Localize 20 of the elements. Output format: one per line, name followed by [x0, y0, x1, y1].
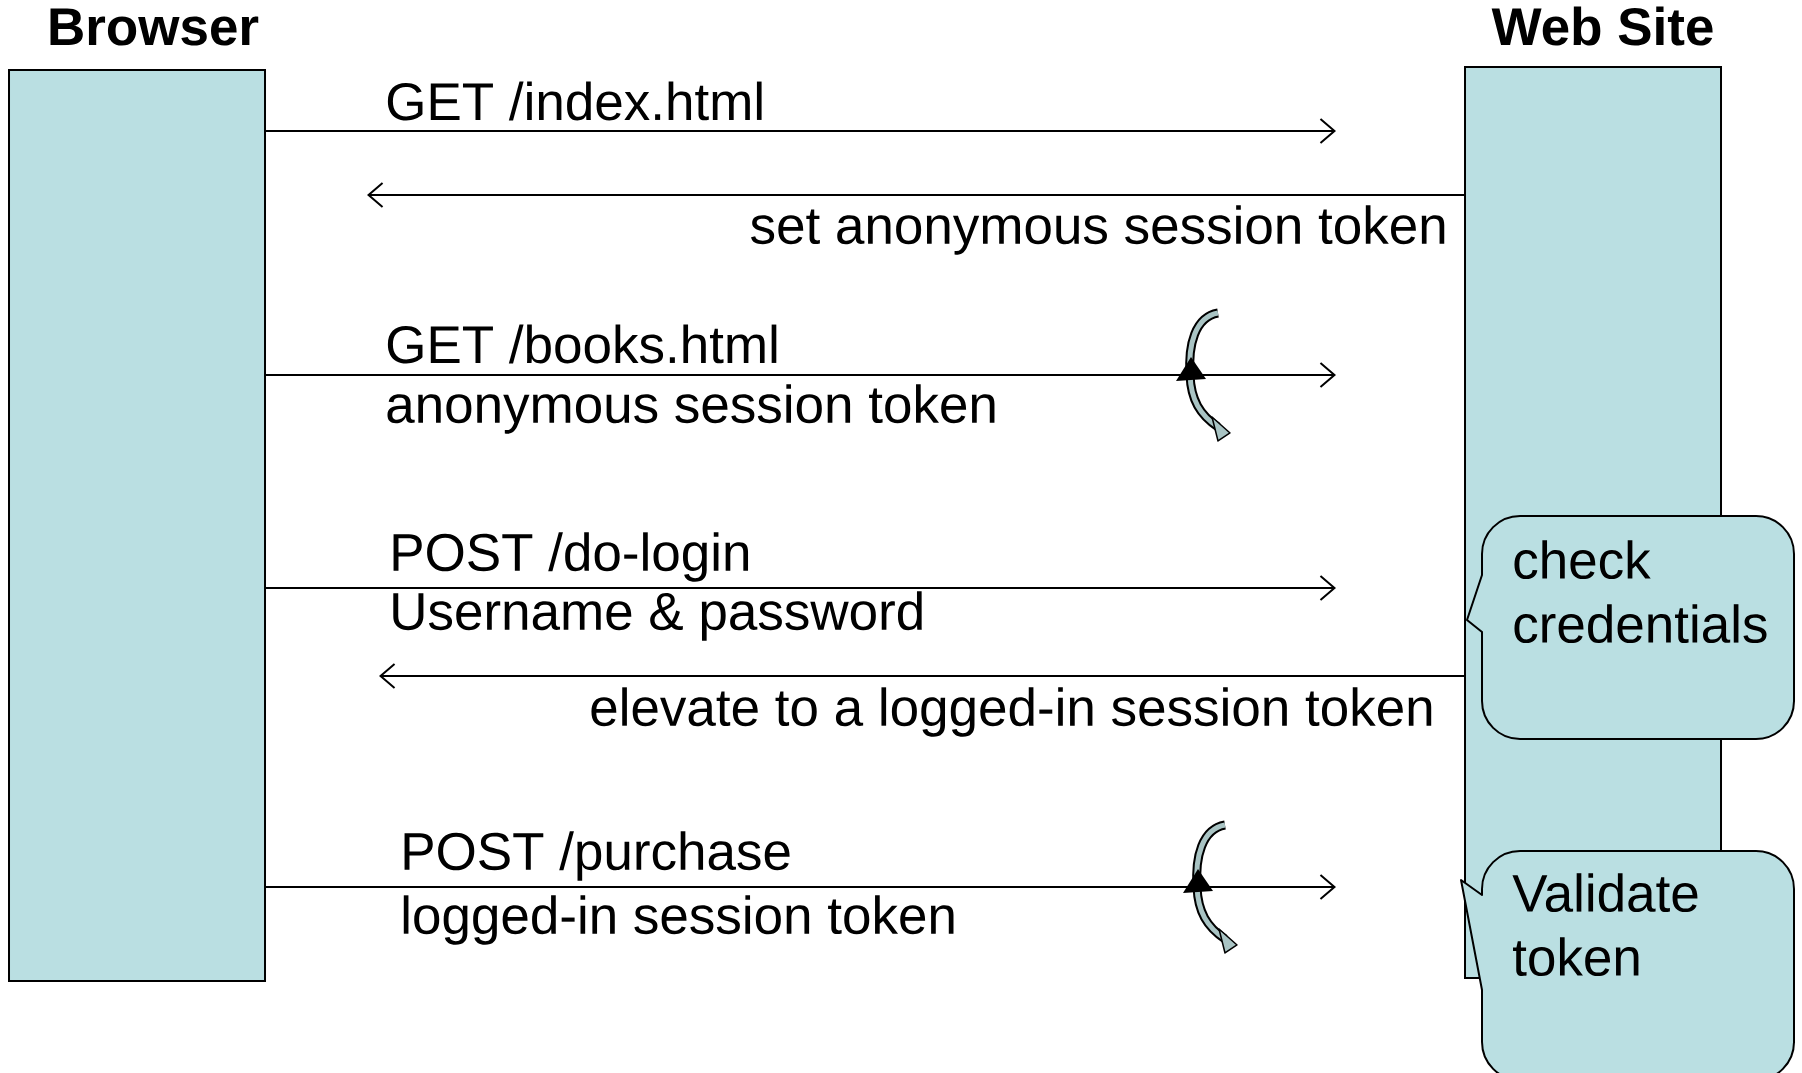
arrow — [265, 575, 1336, 601]
arrow — [367, 182, 1465, 208]
edge-label: GET /books.html — [387, 324, 777, 364]
message-note: anonymous session token — [387, 384, 995, 434]
edge-label: GET /index.html — [387, 81, 762, 121]
callout-box: Validate token — [1460, 850, 1795, 1073]
message-note: logged-in session token — [403, 895, 954, 945]
arrow — [379, 663, 1465, 689]
callout-box: check credentials — [1466, 515, 1795, 740]
edge-label: set anonymous session token — [751, 205, 1445, 255]
arrow — [265, 362, 1336, 388]
arrow — [265, 118, 1336, 144]
edge-label: elevate to a logged-in session token — [591, 687, 1432, 737]
edge-label: POST /purchase — [404, 831, 790, 881]
node-label: Web Site — [1491, 6, 1713, 46]
arrow — [265, 874, 1336, 900]
node-label: Browser — [50, 8, 259, 46]
message-note: Username & password — [393, 591, 922, 641]
edge-label: POST /do-login — [393, 532, 749, 582]
lifeline-bar: Browser — [8, 8, 266, 982]
